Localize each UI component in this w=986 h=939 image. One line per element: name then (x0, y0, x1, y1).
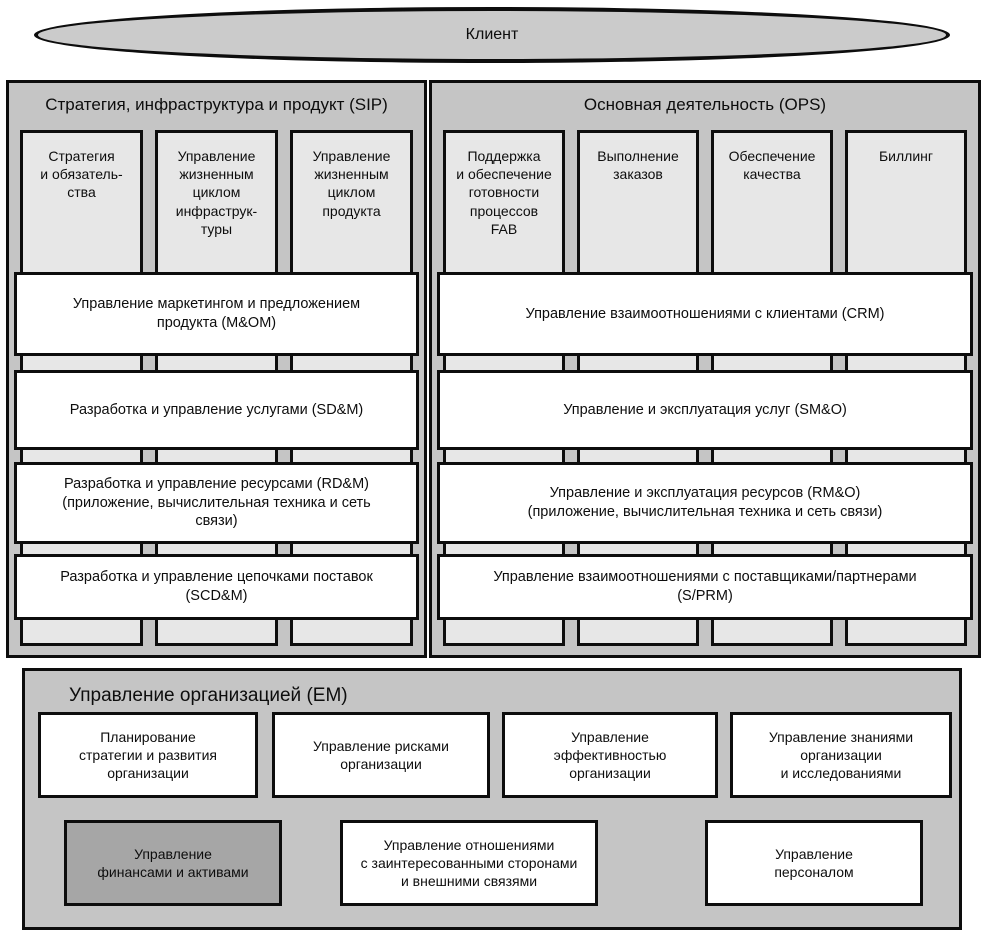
ops-grid: Поддержка и обеспечение готовности проце… (437, 130, 973, 646)
sip-bar-service-dev-mgmt: Разработка и управление услугами (SD&M) (14, 370, 419, 450)
em-box-stakeholder-external-relations: Управление отношениями с заинтересованны… (340, 820, 598, 906)
ops-bar-supplier-partner-rel-mgmt: Управление взаимоотношениями с поставщик… (437, 554, 973, 620)
ops-panel-title: Основная деятельность (OPS) (583, 95, 827, 114)
ops-bar-service-mgmt-ops: Управление и эксплуатация услуг (SM&O) (437, 370, 973, 450)
sip-panel-title: Стратегия, инфраструктура и продукт (SIP… (45, 95, 388, 114)
em-box-finance-assets-mgmt: Управление финансами и активами (64, 820, 282, 906)
em-box-risk-mgmt: Управление рисками организации (272, 712, 490, 798)
sip-bar-resource-dev-mgmt: Разработка и управление ресурсами (RD&M)… (14, 462, 419, 544)
client-label: Клиент (465, 26, 519, 43)
em-panel: Управление организацией (EM) Планировани… (22, 668, 962, 930)
ops-panel: Основная деятельность (OPS) Поддержка и … (429, 80, 981, 658)
sip-bar-marketing-offer-mgmt: Управление маркетингом и предложением пр… (14, 272, 419, 356)
sip-bar-supply-chain-dev-mgmt: Разработка и управление цепочками постав… (14, 554, 419, 620)
ops-bar-crm: Управление взаимоотношениями с клиентами… (437, 272, 973, 356)
em-box-effectiveness-mgmt: Управление эффективностью организации (502, 712, 718, 798)
em-box-knowledge-research-mgmt: Управление знаниями организации и исслед… (730, 712, 952, 798)
em-box-hr-mgmt: Управление персоналом (705, 820, 923, 906)
sip-grid: Стратегия и обязатель- ства Управление ж… (14, 130, 419, 646)
ops-bar-resource-mgmt-ops: Управление и эксплуатация ресурсов (RM&O… (437, 462, 973, 544)
em-panel-title: Управление организацией (EM) (69, 685, 348, 706)
sip-panel: Стратегия, инфраструктура и продукт (SIP… (6, 80, 427, 658)
client-ellipse: Клиент (34, 7, 950, 63)
em-box-strategy-planning: Планирование стратегии и развития органи… (38, 712, 258, 798)
